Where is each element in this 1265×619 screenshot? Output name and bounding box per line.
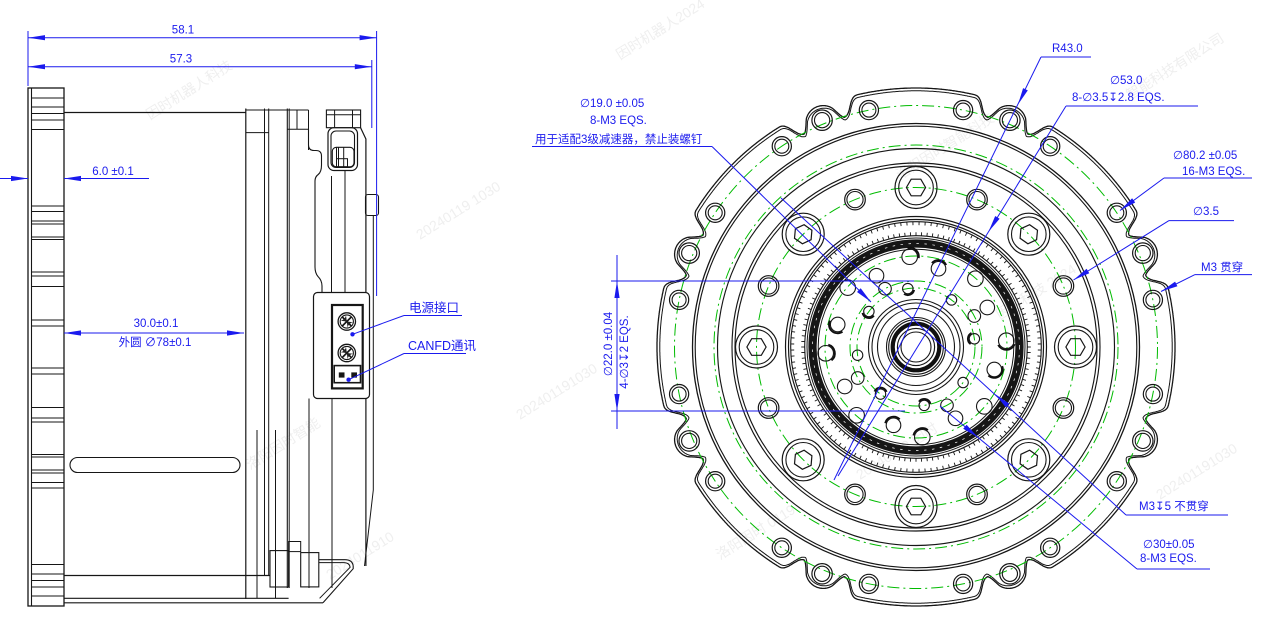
svg-text:58.1: 58.1 [172, 25, 194, 37]
svg-text:外圆 ∅78±0.1: 外圆 ∅78±0.1 [119, 336, 192, 349]
svg-text:16-M3 EQS.: 16-M3 EQS. [1182, 166, 1245, 178]
svg-text:8-M3 EQS.: 8-M3 EQS. [590, 115, 647, 127]
svg-text:∅19.0 ±0.05: ∅19.0 ±0.05 [580, 98, 644, 110]
svg-text:R43.0: R43.0 [1052, 43, 1083, 55]
svg-text:8-M3 EQS.: 8-M3 EQS. [1140, 553, 1197, 565]
svg-text:∅30±0.05: ∅30±0.05 [1143, 539, 1195, 551]
svg-text:电源接口: 电源接口 [409, 300, 459, 315]
svg-text:6.0 ±0.1: 6.0 ±0.1 [92, 166, 133, 178]
svg-text:∅53.0: ∅53.0 [1110, 75, 1142, 87]
svg-text:M3 贯穿: M3 贯穿 [1201, 260, 1243, 274]
svg-text:4-∅3↧2 EQS.: 4-∅3↧2 EQS. [619, 315, 631, 388]
svg-text:用于适配3级减速器，禁止装螺钉: 用于适配3级减速器，禁止装螺钉 [535, 133, 703, 146]
svg-text:57.3: 57.3 [170, 54, 192, 66]
svg-text:M3↧5 不贯穿: M3↧5 不贯穿 [1139, 499, 1209, 513]
svg-text:8-∅3.5↧2.8 EQS.: 8-∅3.5↧2.8 EQS. [1072, 92, 1165, 104]
svg-text:∅22.0 ±0.04: ∅22.0 ±0.04 [603, 311, 615, 376]
svg-text:CANFD通讯: CANFD通讯 [408, 339, 477, 353]
svg-text:∅80.2 ±0.05: ∅80.2 ±0.05 [1173, 150, 1237, 162]
svg-text:30.0±0.1: 30.0±0.1 [134, 318, 179, 330]
svg-text:∅3.5: ∅3.5 [1193, 206, 1219, 218]
